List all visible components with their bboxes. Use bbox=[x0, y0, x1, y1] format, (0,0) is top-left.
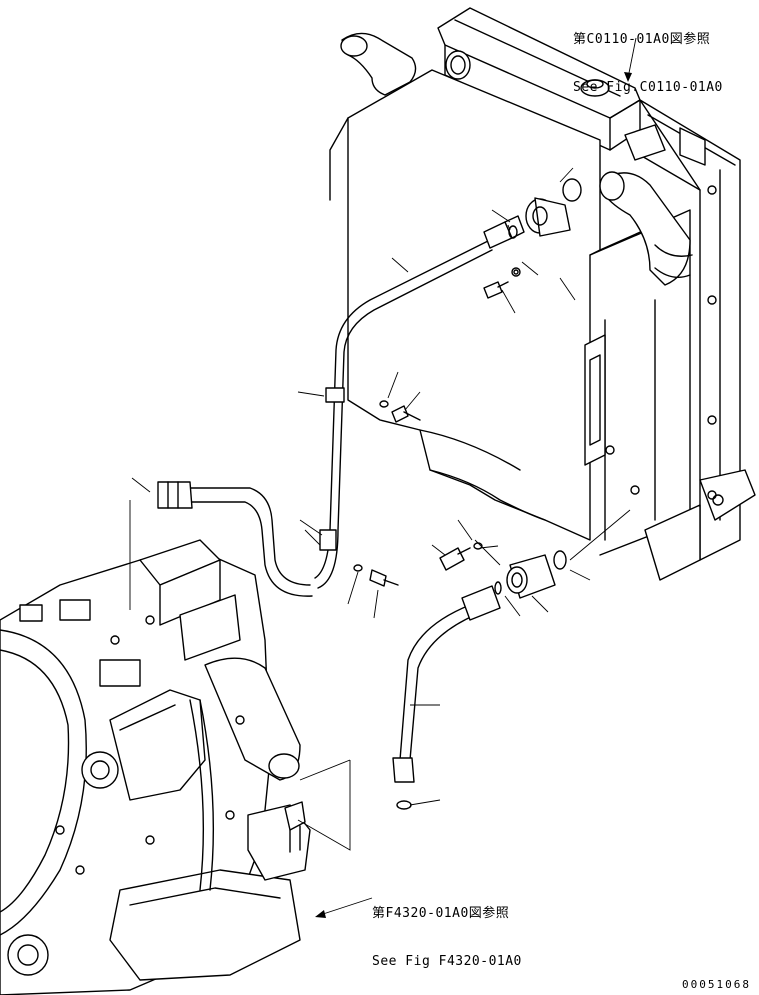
drawing-code: 00051068 bbox=[682, 978, 751, 991]
upper-oil-hose bbox=[314, 215, 525, 589]
reference-bottom-line1: 第F4320-01A0図参照 bbox=[372, 906, 510, 921]
reference-label-bottom: 第F4320-01A0図参照 See Fig F4320-01A0 bbox=[372, 874, 522, 986]
reference-top-right-line2: See Fig.C0110-01A0 bbox=[573, 80, 723, 95]
bolt-clamp-upper bbox=[379, 400, 421, 423]
reference-bottom-line2: See Fig F4320-01A0 bbox=[372, 954, 522, 969]
reference-label-top-right: 第C0110-01A0図参照 See Fig.C0110-01A0 bbox=[573, 0, 723, 112]
lower-left-hose bbox=[157, 481, 399, 597]
bolt-upper bbox=[483, 281, 509, 299]
lower-elbow-fitting bbox=[494, 550, 567, 599]
transmission-assembly bbox=[0, 539, 311, 995]
bolt-lower bbox=[439, 542, 483, 571]
leader-lines bbox=[129, 37, 637, 918]
radiator-assembly bbox=[329, 7, 756, 581]
reference-top-right-line1: 第C0110-01A0図参照 bbox=[573, 32, 711, 47]
upper-elbow-fitting bbox=[508, 178, 582, 277]
lower-oil-hose bbox=[392, 585, 501, 810]
